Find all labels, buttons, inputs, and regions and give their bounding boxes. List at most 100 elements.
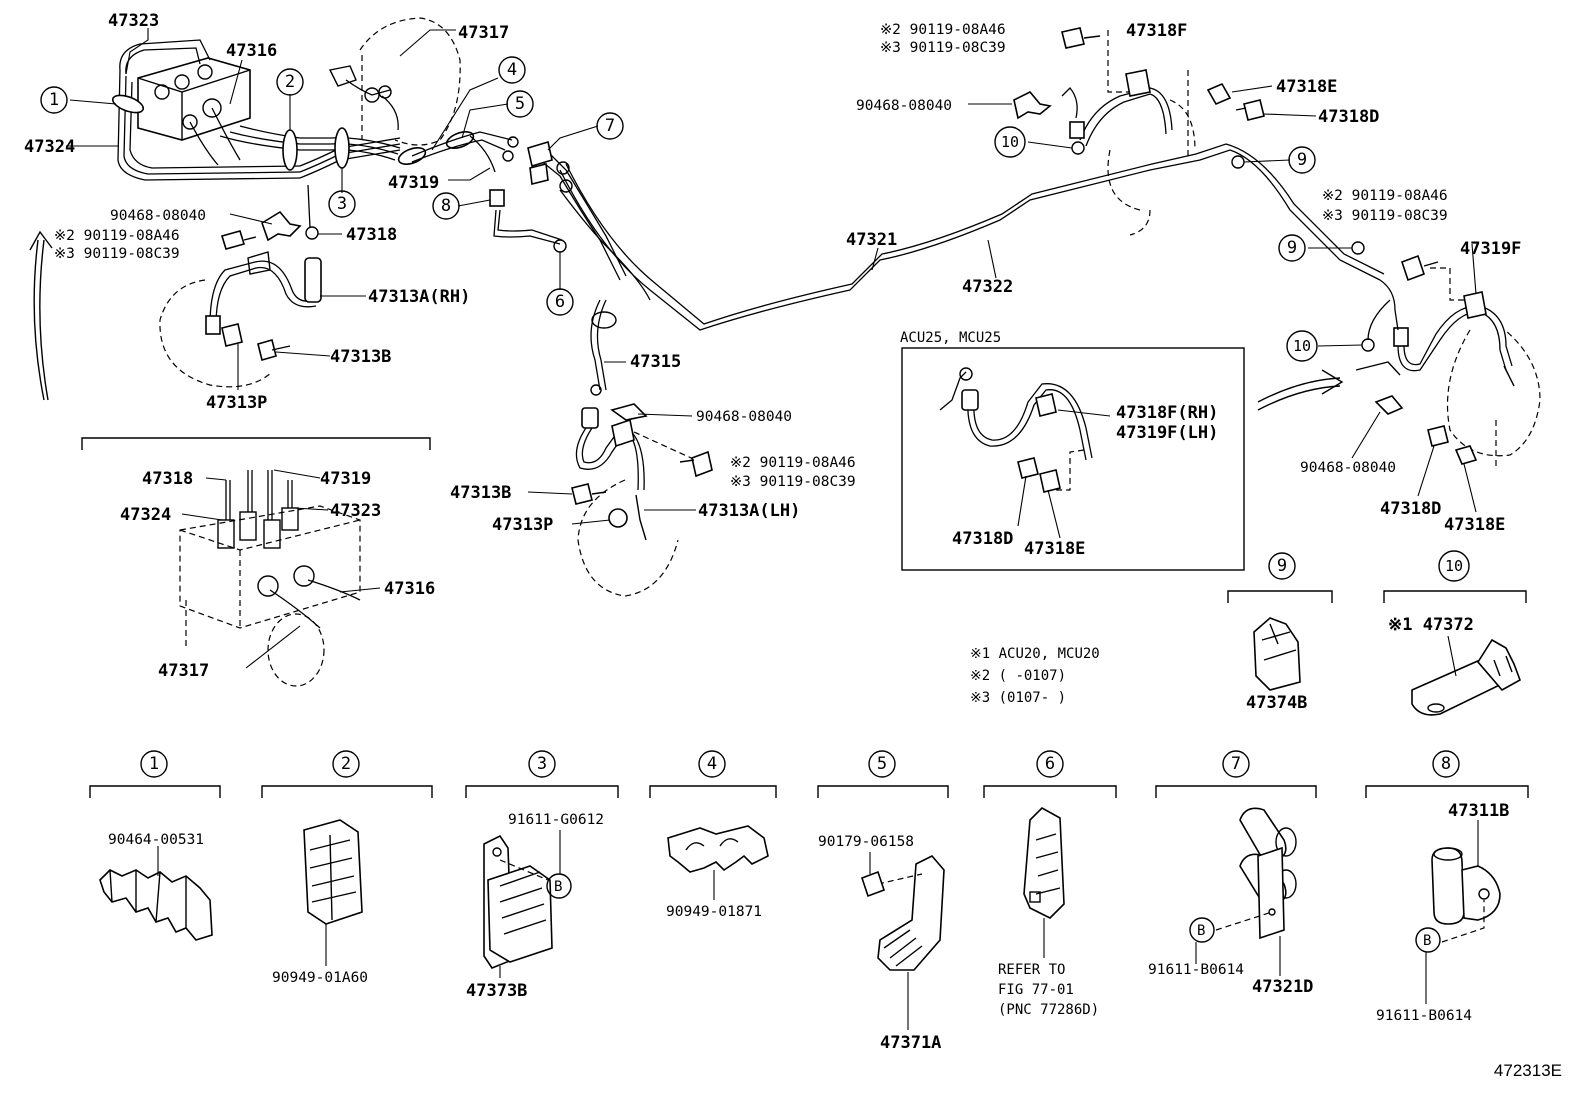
label-bolt-c39-top: ※3 90119-08C39 [880,40,1006,56]
svg-text:5: 5 [877,754,887,774]
note-2: ※2 ( -0107) [970,668,1066,684]
label-47319: 47319 [388,173,439,193]
label-bolt-c39-right: ※3 90119-08C39 [1322,208,1448,224]
note-1: ※1 ACU20, MCU20 [970,646,1100,662]
label-90468-top: 90468-08040 [110,208,206,224]
label-91611-b0614-c7: 91611-B0614 [1148,962,1244,978]
refer-line-1: REFER TO [998,962,1065,978]
svg-text:6: 6 [555,292,565,312]
label-detail-47318: 47318 [142,469,193,489]
callout-5-clip: 5 [868,750,896,778]
svg-text:1: 1 [49,90,59,110]
label-47318e-right: 47318E [1444,515,1505,535]
svg-text:2: 2 [285,72,295,92]
label-47318d-right: 47318D [1380,499,1441,519]
svg-text:4: 4 [507,60,517,80]
label-47374b: 47374B [1246,693,1307,713]
callout-6-top: 6 [546,288,574,316]
label-47322: 47322 [962,277,1013,297]
callout-4-top: 4 [498,56,526,84]
callout-10-top: 10 [994,126,1026,158]
callout-8-top: 8 [432,192,460,220]
label-47319f: 47319F [1460,239,1521,259]
label-inset-47318f-rh: 47318F(RH) [1116,403,1218,423]
callout-7-clip: 7 [1222,750,1250,778]
label-47373b: 47373B [466,981,527,1001]
svg-text:9: 9 [1287,238,1297,258]
label-47318e-top: 47318E [1276,77,1337,97]
label-91611-b0614-c8: 91611-B0614 [1376,1008,1472,1024]
callout-1-top: 1 [40,86,68,114]
svg-text:8: 8 [441,196,451,216]
label-detail-47323: 47323 [330,501,381,521]
label-bolt-a46-mid: ※2 90119-08A46 [730,455,856,471]
hose-47313a-lh [571,403,713,597]
callout-10-clip: 10 [1438,550,1470,582]
hose-47318f [1013,27,1265,236]
diagram-code: 472313E [1493,1061,1562,1080]
inset-title: ACU25, MCU25 [900,330,1001,346]
label-47318: 47318 [346,225,397,245]
label-detail-47317: 47317 [158,661,209,681]
label-47371a: 47371A [880,1033,941,1053]
hose-47313a-rh [159,251,322,388]
label-bolt-a46-left: ※2 90119-08A46 [54,228,180,244]
clip-row [89,590,1529,971]
svg-text:10: 10 [1001,133,1019,151]
label-bolt-c39-left: ※3 90119-08C39 [54,246,180,262]
label-47313a-lh: 47313A(LH) [698,501,800,521]
b-mark-7: B [1197,923,1205,939]
label-47315: 47315 [630,352,681,372]
svg-text:9: 9 [1277,556,1287,576]
label-90468-right-bottom: 90468-08040 [1300,460,1396,476]
label-90468-mid: 90468-08040 [696,409,792,425]
direction-arrow [33,239,45,401]
label-inset-47318e: 47318E [1024,539,1085,559]
svg-text:1: 1 [149,754,159,774]
svg-text:3: 3 [537,754,547,774]
callout-3-top: 3 [328,190,356,218]
label-47324: 47324 [24,137,75,157]
callouts: 1 2 3 4 5 6 7 8 9 10 9 10 9 10 1 2 3 4 5… [40,56,1470,778]
label-47321: 47321 [846,230,897,250]
callout-2-top: 2 [276,68,304,96]
label-90464-00531: 90464-00531 [108,832,204,848]
label-detail-47319: 47319 [320,469,371,489]
hose-47315 [489,140,651,396]
label-47316: 47316 [226,41,277,61]
pipes-47321-47322 [559,143,1385,352]
label-47313b-mid: 47313B [450,483,511,503]
callout-5-top: 5 [506,90,534,118]
hose-47319f [1355,254,1541,470]
label-47321d: 47321D [1252,977,1313,997]
labels: 47323 47316 47317 47324 47319 90468-0804… [24,11,1521,1053]
label-inset-47318d: 47318D [952,529,1013,549]
callout-9-clip: 9 [1268,552,1296,580]
label-detail-47316: 47316 [384,579,435,599]
inset-arrow [1257,377,1341,403]
callout-9-right: 9 [1278,234,1306,262]
svg-text:6: 6 [1045,754,1055,774]
label-inset-47319f-lh: 47319F(LH) [1116,423,1218,443]
label-47318f: 47318F [1126,21,1187,41]
svg-text:7: 7 [1231,754,1241,774]
label-91611-g0612: 91611-G0612 [508,812,604,828]
label-47313b-left: 47313B [330,347,391,367]
svg-text:4: 4 [707,754,717,774]
svg-text:3: 3 [337,194,347,214]
svg-text:9: 9 [1297,150,1307,170]
callout-1-clip: 1 [140,750,168,778]
label-47313p-mid: 47313P [492,515,553,535]
label-47323: 47323 [108,11,159,31]
callout-3-clip: 3 [528,750,556,778]
note-3: ※3 (0107- ) [970,690,1066,706]
b-mark-3: B [554,879,562,895]
svg-text:10: 10 [1445,557,1463,575]
label-bolt-c39-mid: ※3 90119-08C39 [730,474,856,490]
label-90949-01a60: 90949-01A60 [272,970,368,986]
label-47313p-left: 47313P [206,393,267,413]
label-47372: ※1 47372 [1388,615,1474,635]
leader-lines [66,28,1479,1030]
label-47313a-rh: 47313A(RH) [368,287,470,307]
